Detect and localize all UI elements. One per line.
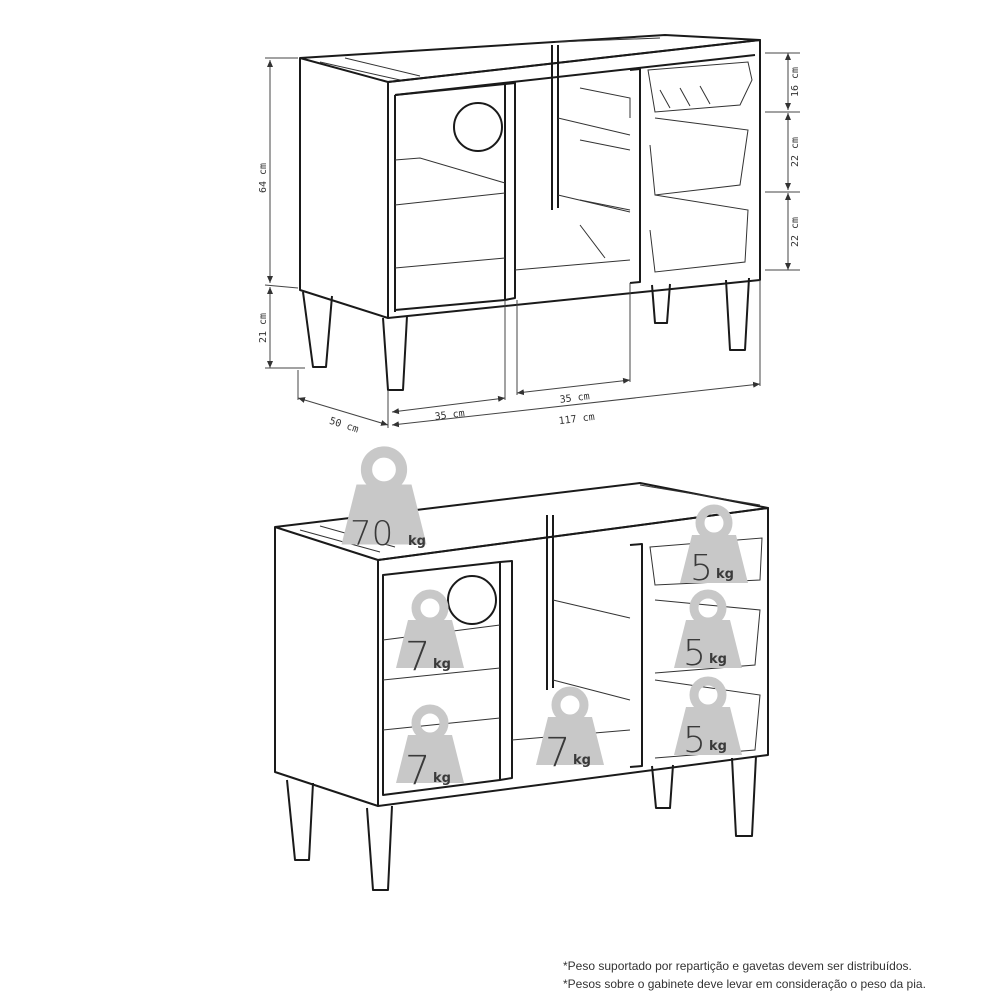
- dim-height-legs: 21 cm: [258, 313, 269, 343]
- footnote-distribution: *Peso suportado por repartição e gavetas…: [563, 959, 912, 973]
- weight-left-lower-unit: kg: [433, 771, 451, 786]
- dim-total-width: 117 cm: [558, 412, 595, 427]
- weight-drawer-3-unit: kg: [709, 739, 727, 754]
- weight-drawer-2-unit: kg: [709, 652, 727, 667]
- dim-drawer-1: 16 cm: [790, 67, 801, 97]
- dim-middle-width: 35 cm: [559, 391, 590, 406]
- dim-drawer-2: 22 cm: [790, 137, 801, 167]
- footnote-sink-weight: *Pesos sobre o gabinete deve levar em co…: [563, 977, 926, 991]
- dim-left-width: 35 cm: [434, 408, 465, 423]
- weight-left-upper-unit: kg: [433, 657, 451, 672]
- weight-top-unit: kg: [408, 534, 426, 549]
- weight-left-upper-value: 7: [405, 634, 430, 680]
- dim-height-body: 64 cm: [258, 163, 269, 193]
- weight-drawer-3-value: 5: [683, 720, 706, 761]
- weight-top-value: 70: [350, 514, 393, 554]
- weight-middle-unit: kg: [573, 753, 591, 768]
- weight-middle-value: 7: [545, 730, 570, 776]
- dim-depth: 50 cm: [328, 416, 360, 436]
- weight-left-lower-value: 7: [405, 748, 430, 794]
- weight-drawer-1-value: 5: [690, 548, 713, 589]
- dim-drawer-3: 22 cm: [790, 217, 801, 247]
- footnotes: *Peso suportado por repartição e gavetas…: [563, 957, 926, 993]
- weight-drawer-1-unit: kg: [716, 567, 734, 582]
- cabinet-dimension-view: 64 cm 21 cm 50 cm 35 cm 35 cm 117 cm 16 …: [258, 34, 801, 436]
- weight-drawer-2-value: 5: [683, 633, 706, 674]
- cabinet-weight-view: 70 kg 7 kg 7 kg 7 kg 5 kg 5 kg 5 kg: [274, 452, 769, 891]
